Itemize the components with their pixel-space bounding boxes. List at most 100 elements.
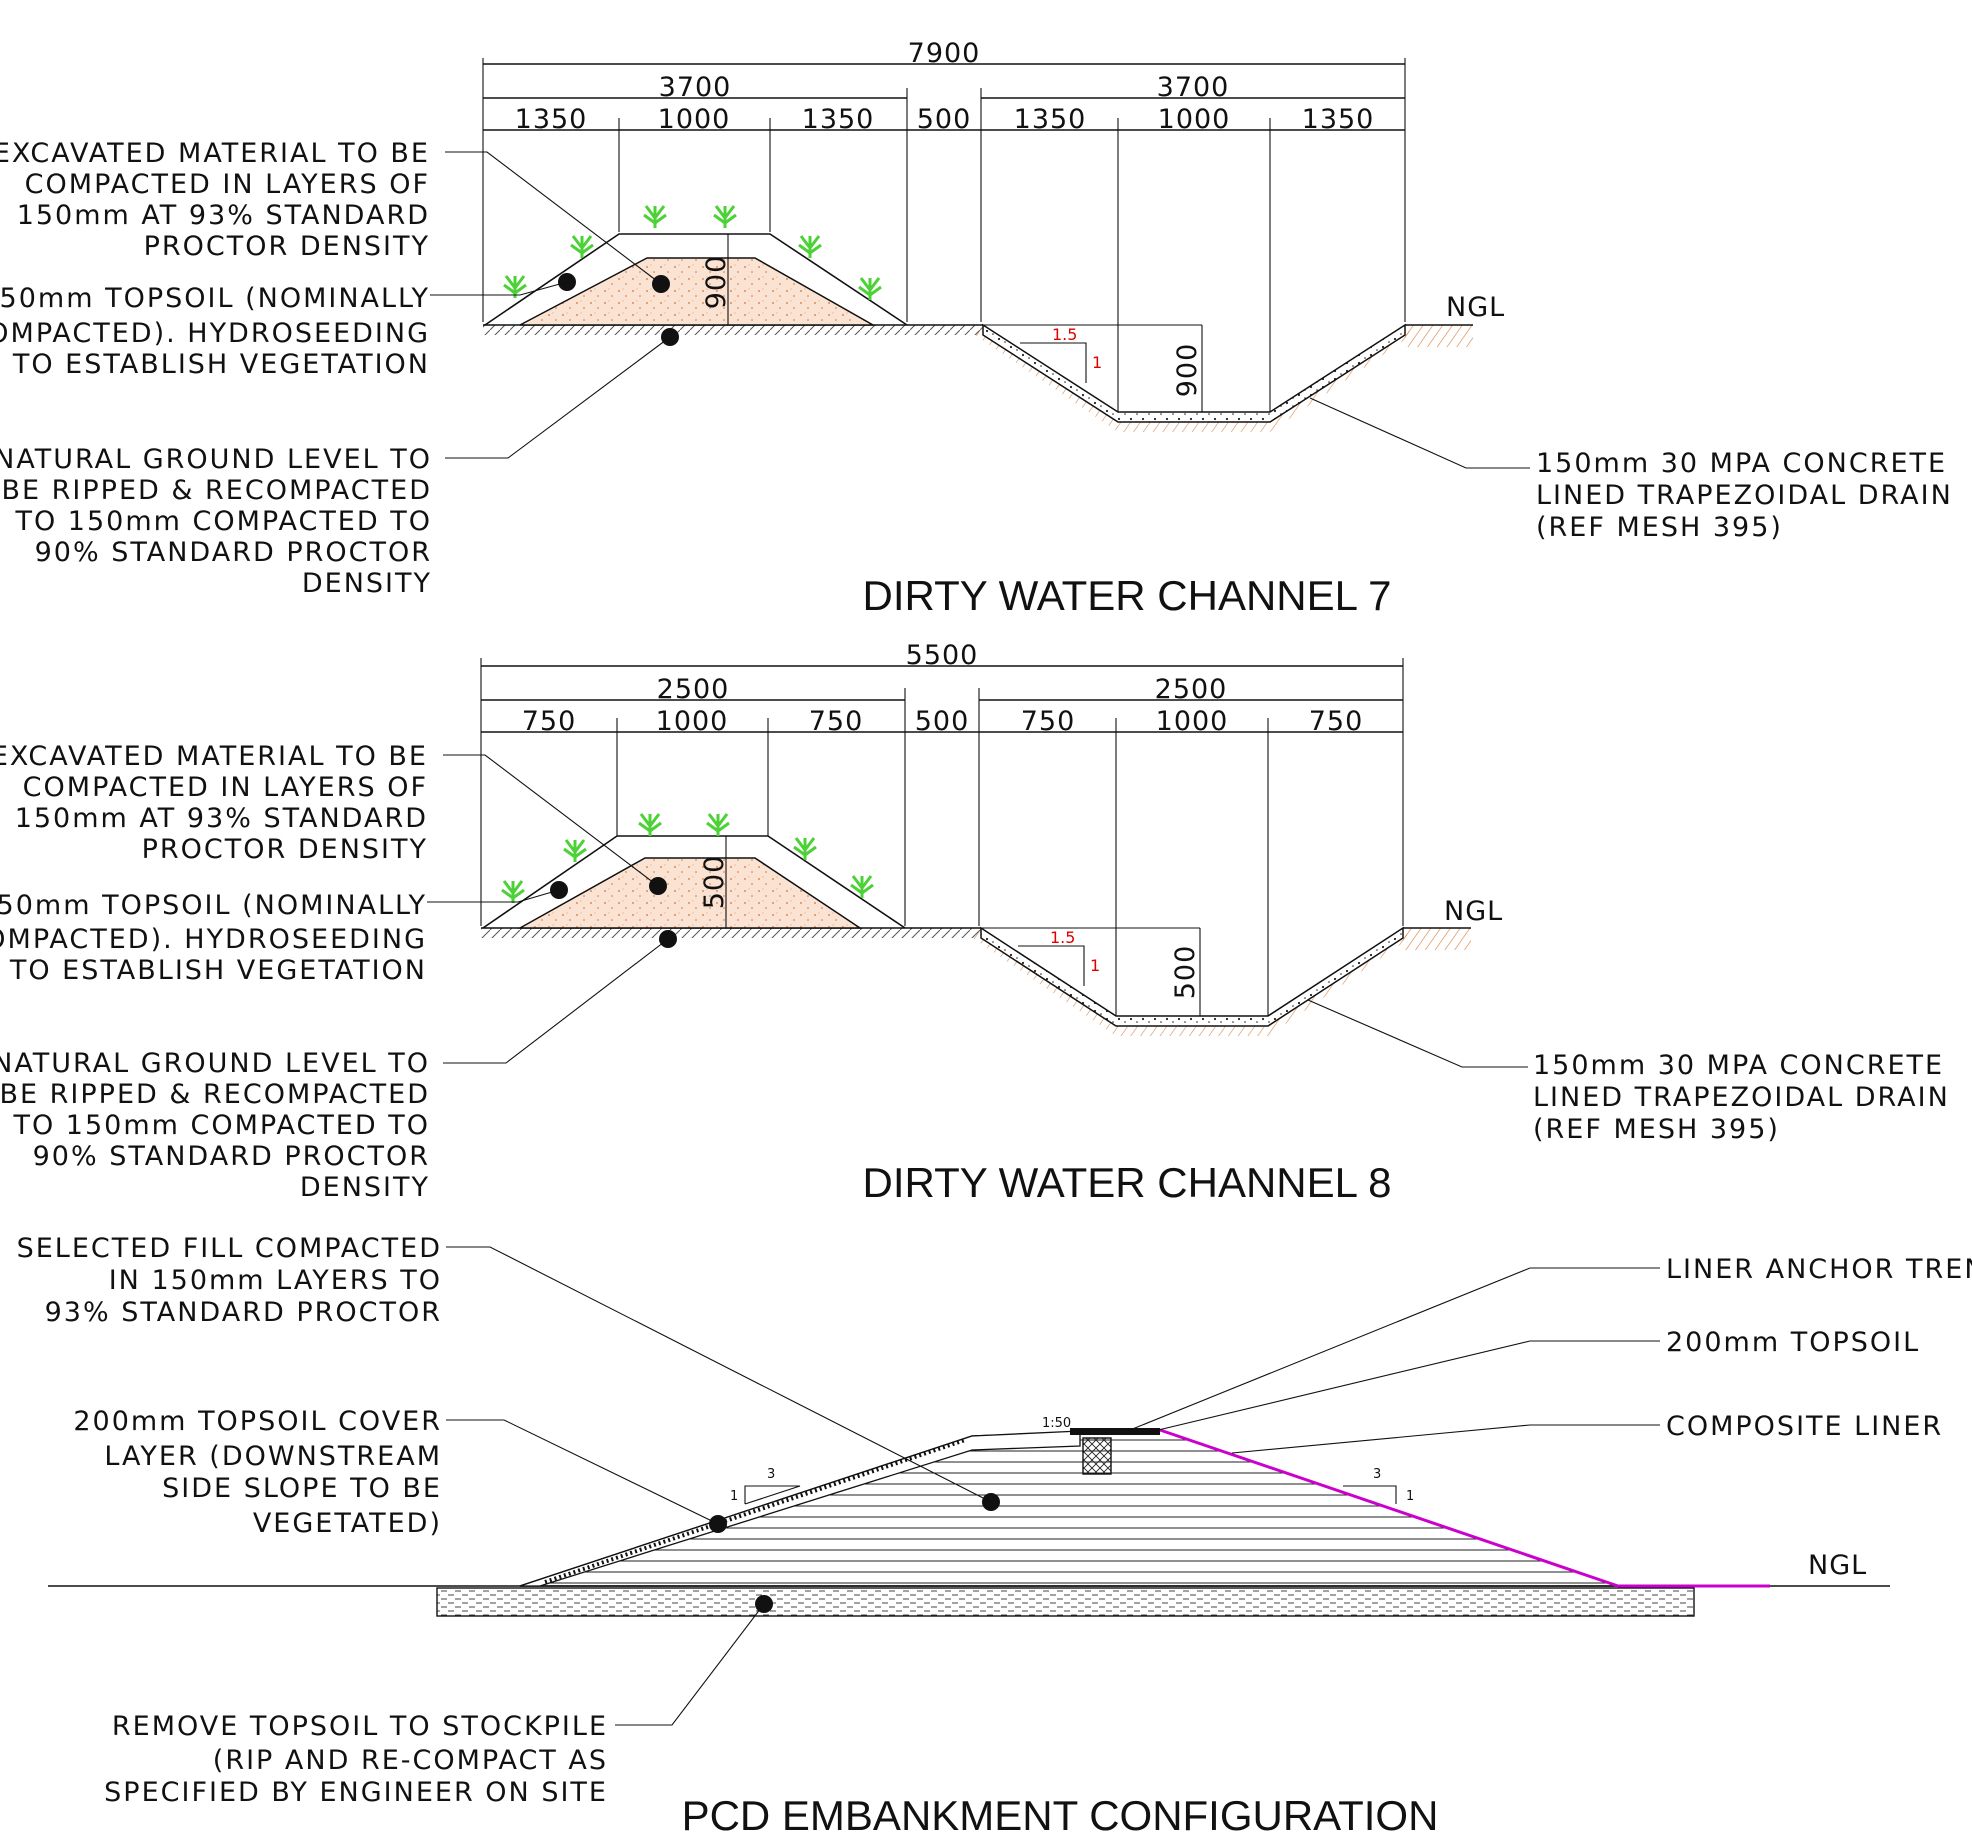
label-excavated-1: EXCAVATED MATERIAL TO BE (0, 138, 430, 169)
label-excavated-3: 150mm AT 93% STANDARD (15, 803, 428, 834)
ngl-label: NGL (1446, 292, 1505, 323)
label-ngl-1: NATURAL GROUND LEVEL TO (0, 444, 432, 475)
label-topsoil-2: COMPACTED). HYDROSEEDING (0, 924, 427, 955)
label-anchor-trench: LINER ANCHOR TRENCH (1666, 1254, 1972, 1285)
label-crest-topsoil: 200mm TOPSOIL (1666, 1327, 1920, 1358)
dim-berm-height: 500 (699, 855, 730, 910)
label-composite-liner: COMPOSITE LINER (1666, 1411, 1943, 1442)
dim-drain-base: 1000 (1156, 706, 1229, 737)
label-topsoil-2: COMPACTED). HYDROSEEDING (0, 318, 430, 349)
label-ngl-1: NATURAL GROUND LEVEL TO (0, 1048, 430, 1079)
channel-8-dimensions: 5500 2500 2500 750 1000 750 500 750 1000… (480, 640, 1404, 1016)
label-ngl-3: TO 150mm COMPACTED TO (14, 506, 432, 537)
topsoil-cover-layer (519, 1430, 1081, 1587)
ngl-label: NGL (1444, 896, 1503, 927)
dim-berm-side-left: 1350 (515, 104, 588, 135)
label-ngl-2: BE RIPPED & RECOMPACTED (2, 475, 433, 506)
dim-drain-side-right: 1350 (1302, 104, 1375, 135)
label-strip-2: (RIP AND RE-COMPACT AS (213, 1745, 608, 1776)
label-topsoil-1: 150mm TOPSOIL (NOMINALLY (0, 890, 427, 921)
label-drain-2: LINED TRAPEZOIDAL DRAIN (1533, 1082, 1950, 1113)
channel-7-section: 7900 3700 3700 1350 1000 1350 500 1350 1… (0, 38, 1953, 619)
label-ngl-5: DENSITY (302, 568, 432, 599)
label-topsoil-3: TO ESTABLISH VEGETATION (9, 955, 427, 986)
dim-drain-depth: 500 (1170, 945, 1201, 1000)
label-ngl-4: 90% STANDARD PROCTOR (33, 1141, 430, 1172)
label-strip-3: SPECIFIED BY ENGINEER ON SITE (104, 1777, 608, 1808)
crest-topsoil (1070, 1428, 1160, 1435)
label-drain-3: (REF MESH 395) (1533, 1114, 1780, 1145)
dim-berm-side-right: 1350 (802, 104, 875, 135)
dim-berm-top: 1000 (656, 706, 729, 737)
dim-gap: 500 (917, 104, 972, 135)
channel-7-title: DIRTY WATER CHANNEL 7 (863, 572, 1392, 619)
topsoil-strip-zone (436, 1587, 1695, 1617)
label-cover-2: LAYER (DOWNSTREAM (104, 1441, 442, 1472)
dim-drain-side-right: 750 (1309, 706, 1364, 737)
composite-liner-line (1159, 1428, 1619, 1588)
slope-run: 1.5 (1050, 928, 1075, 947)
dim-drain-depth: 900 (1172, 343, 1203, 398)
label-excavated-2: COMPACTED IN LAYERS OF (23, 772, 428, 803)
slope-rise: 1 (1092, 353, 1102, 372)
ground-hatch (483, 325, 983, 335)
dim-drain-width: 3700 (1157, 72, 1230, 103)
slope-rise: 1 (1090, 956, 1100, 975)
label-cover-3: SIDE SLOPE TO BE (162, 1473, 442, 1504)
dim-berm-side-right: 750 (809, 706, 864, 737)
dim-total: 7900 (908, 38, 981, 69)
berm-topsoil (482, 835, 906, 929)
dim-total: 5500 (906, 640, 979, 671)
label-topsoil-3: TO ESTABLISH VEGETATION (12, 349, 430, 380)
label-drain-3: (REF MESH 395) (1536, 512, 1783, 543)
dim-berm-side-left: 750 (522, 706, 577, 737)
label-strip-1: REMOVE TOPSOIL TO STOCKPILE (112, 1711, 608, 1742)
label-drain-2: LINED TRAPEZOIDAL DRAIN (1536, 480, 1953, 511)
slope-left-rise: 1 (730, 1489, 738, 1504)
channel-8-section: 5500 2500 2500 750 1000 750 500 750 1000… (0, 640, 1950, 1206)
dim-drain-side-left: 750 (1021, 706, 1076, 737)
berm-topsoil (484, 233, 908, 326)
dim-drain-base: 1000 (1158, 104, 1231, 135)
label-fill-2: IN 150mm LAYERS TO (109, 1265, 442, 1296)
anchor-trench (1082, 1437, 1112, 1475)
dim-berm-top: 1000 (658, 104, 731, 135)
pcd-title: PCD EMBANKMENT CONFIGURATION (682, 1792, 1439, 1839)
berm-fill (519, 257, 876, 326)
crest-fall-label: 1:50 (1042, 1416, 1071, 1431)
label-topsoil-1: 150mm TOPSOIL (NOMINALLY (0, 283, 430, 314)
label-drain-1: 150mm 30 MPA CONCRETE (1533, 1050, 1944, 1081)
ngl-hatch (1405, 325, 1473, 347)
label-drain-1: 150mm 30 MPA CONCRETE (1536, 448, 1947, 479)
dim-berm-width: 3700 (659, 72, 732, 103)
dim-drain-width: 2500 (1155, 674, 1228, 705)
label-excavated-4: PROCTOR DENSITY (144, 231, 430, 262)
label-fill-3: 93% STANDARD PROCTOR (45, 1297, 442, 1328)
dim-drain-side-left: 1350 (1014, 104, 1087, 135)
slope-run: 1.5 (1052, 325, 1077, 344)
pcd-embankment-section: 1:50 3 1 3 1 NGL SELECTED FILL COMPACTED… (17, 1233, 1972, 1839)
dim-gap: 500 (915, 706, 970, 737)
drain-bedding (975, 325, 1412, 432)
ground-hatch (481, 928, 981, 938)
channel-7-dimensions: 7900 3700 3700 1350 1000 1350 500 1350 1… (482, 38, 1406, 412)
pcd-ngl-label: NGL (1808, 1550, 1867, 1581)
label-excavated-2: COMPACTED IN LAYERS OF (25, 169, 430, 200)
label-excavated-1: EXCAVATED MATERIAL TO BE (0, 741, 428, 772)
label-fill-1: SELECTED FILL COMPACTED (17, 1233, 442, 1264)
label-ngl-4: 90% STANDARD PROCTOR (35, 537, 432, 568)
dim-berm-width: 2500 (657, 674, 730, 705)
label-ngl-3: TO 150mm COMPACTED TO (12, 1110, 430, 1141)
label-ngl-2: BE RIPPED & RECOMPACTED (0, 1079, 430, 1110)
label-excavated-3: 150mm AT 93% STANDARD (17, 200, 430, 231)
slope-right-rise: 1 (1406, 1489, 1414, 1504)
berm-fill (517, 857, 863, 929)
ngl-hatch (1403, 928, 1471, 950)
label-excavated-4: PROCTOR DENSITY (142, 834, 428, 865)
slope-left-run: 3 (767, 1467, 775, 1482)
drain-bedding (973, 928, 1410, 1036)
channel-8-title: DIRTY WATER CHANNEL 8 (863, 1159, 1392, 1206)
slope-right-run: 3 (1373, 1467, 1381, 1482)
label-ngl-5: DENSITY (300, 1172, 430, 1203)
